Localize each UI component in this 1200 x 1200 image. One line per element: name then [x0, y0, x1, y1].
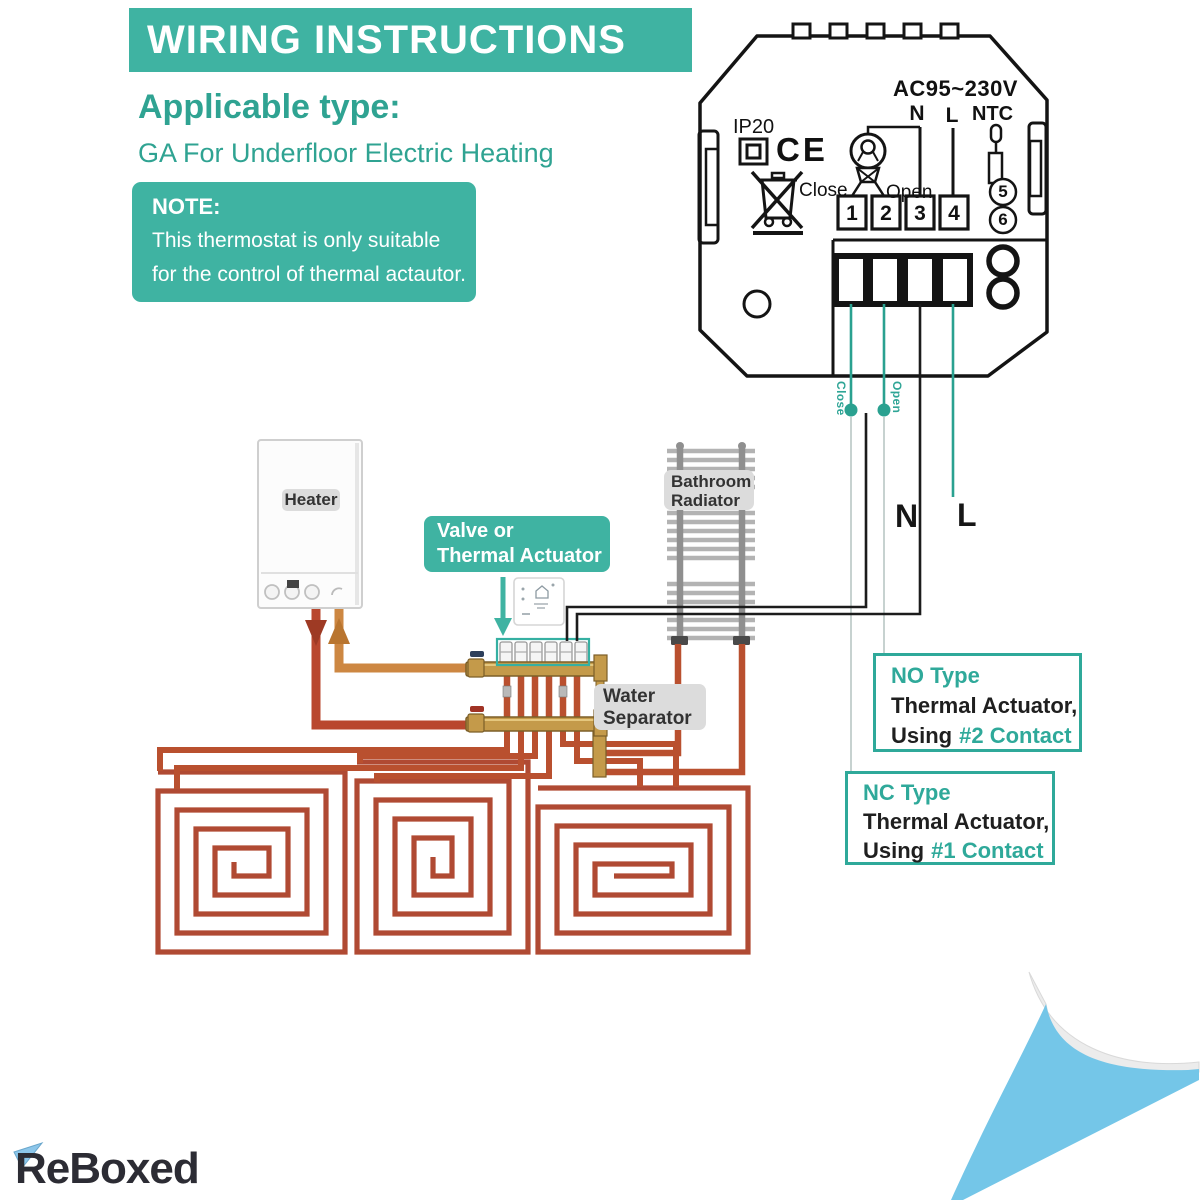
underfloor-coil-group: [155, 759, 751, 955]
ce-mark: CE: [776, 131, 828, 168]
actuator-wire: [565, 413, 868, 641]
sensor-terminal-6: [988, 205, 1018, 235]
live-wire-label: L: [957, 497, 977, 533]
valve-label-line2: Thermal Actuator: [437, 545, 602, 567]
ip-rating-label: IP20: [733, 116, 775, 138]
actuator-zone-outline: [495, 637, 591, 667]
heater-supply-pipe: [311, 607, 470, 730]
brand-accent-icon: [13, 1142, 44, 1169]
page-title: WIRING INSTRUCTIONS: [147, 18, 626, 62]
valve-open-label: Open: [886, 182, 933, 203]
mount-hole: [742, 289, 772, 319]
nc-type-callout: NC Type Thermal Actuator, Using#1 Contac…: [845, 771, 1055, 865]
terminal-1: 1: [846, 202, 858, 225]
applicable-type-label: Applicable type:: [138, 88, 401, 126]
water-separator-manifold: [465, 637, 608, 778]
wiring-runs: [565, 304, 955, 771]
radiator-pipes: [606, 644, 746, 776]
terminal-3: 3: [914, 202, 926, 225]
brand-logo: ReBoxed: [15, 1144, 200, 1193]
valve-label-line1: Valve or: [437, 520, 514, 542]
nc-type-line1: Thermal Actuator,: [863, 809, 1050, 834]
heater-pipes: [305, 607, 470, 730]
sensor-terminal-6-label: 6: [998, 210, 1008, 229]
wire-clamp-blocks: [833, 253, 973, 307]
water-separator-label: Water Separator: [594, 684, 706, 730]
close-contact-dot: [844, 403, 858, 417]
heater-unit: [257, 439, 363, 609]
close-wire-label: Close: [834, 381, 848, 416]
note-line1: This thermostat is only suitable: [152, 229, 441, 252]
heater-return-pipe: [334, 607, 470, 673]
page-curl-icon: [951, 971, 1200, 1200]
applicable-type-value: GA For Underfloor Electric Heating: [138, 138, 554, 168]
title-banner: [129, 8, 692, 72]
ip20-icon: [738, 137, 769, 166]
terminal-squares: [836, 194, 970, 231]
valve-motor-icon: [849, 125, 920, 197]
note-title: NOTE:: [152, 194, 221, 219]
terminal-4: 4: [948, 202, 960, 225]
no-type-line2: Using#2 Contact: [891, 723, 1072, 748]
valve-close-label: Close: [799, 180, 848, 201]
valve-pointer-arrow: [494, 577, 512, 636]
coil-left: [155, 769, 348, 955]
thermal-actuator-caps: [499, 641, 588, 665]
no-type-title: NO Type: [891, 663, 980, 688]
thermostat-backplate: [697, 22, 1049, 378]
open-wire-label: Open: [890, 381, 904, 414]
note-box: [132, 182, 476, 302]
neutral-wire-label: N: [895, 498, 919, 534]
flow-up-arrow: [328, 618, 350, 644]
terminal-2: 2: [880, 202, 892, 225]
open-contact-dot: [877, 403, 891, 417]
neutral-wire: [575, 304, 922, 641]
nc-type-line2: Using#1 Contact: [863, 838, 1044, 863]
side-mount-slots: [697, 121, 1048, 245]
coil-middle: [354, 759, 531, 955]
note-line2: for the control of thermal actautor.: [152, 263, 466, 286]
heater-label: Heater: [282, 489, 340, 511]
coil-right: [535, 785, 751, 955]
terminal-l-label: L: [945, 104, 959, 127]
no-type-callout: NO Type Thermal Actuator, Using#2 Contac…: [873, 653, 1082, 752]
voltage-label: AC95~230V: [893, 76, 1018, 101]
sensor-terminal-5: [988, 177, 1018, 207]
screw-terminal: [986, 244, 1020, 278]
coil-feed-pipes: [157, 731, 679, 789]
sensor-terminal-5-label: 5: [998, 182, 1008, 201]
bathroom-radiator-label: Bathroom Radiator: [664, 470, 754, 510]
ntc-label: NTC: [972, 103, 1014, 125]
weee-icon: [750, 170, 804, 235]
terminal-n-label: N: [909, 102, 925, 125]
valve-actuator-label: Valve or Thermal Actuator: [424, 516, 610, 572]
nc-type-title: NC Type: [863, 780, 951, 805]
screw-terminal: [986, 276, 1020, 310]
thermostat-device: [513, 577, 565, 626]
no-type-line1: Thermal Actuator,: [891, 693, 1078, 718]
flow-down-arrow: [305, 620, 327, 646]
